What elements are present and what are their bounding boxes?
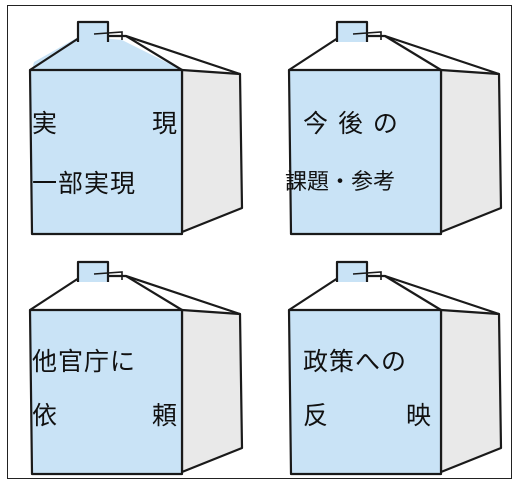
box-policy: 政策への 反 映 bbox=[281, 260, 506, 476]
box-future-line2: 課題・参考 bbox=[285, 170, 396, 195]
box-policy-line2: 反 映 bbox=[303, 396, 431, 432]
box-realized: 実 現 一部実現 bbox=[22, 20, 247, 236]
box-policy-line2-b: 映 bbox=[405, 401, 431, 430]
box-realized-line1-a: 実 bbox=[32, 109, 58, 138]
box-policy-line2-a: 反 bbox=[303, 401, 329, 430]
box-request-line2-b: 頼 bbox=[151, 401, 177, 430]
box-realized-line1: 実 現 bbox=[32, 104, 177, 140]
box-realized-shape bbox=[28, 20, 244, 236]
box-future-shape bbox=[287, 20, 503, 236]
box-future: 今 後 の 課題・参考 bbox=[281, 20, 506, 236]
box-request: 他官庁に 依 頼 bbox=[22, 260, 247, 476]
box-realized-line1-b: 現 bbox=[151, 109, 177, 138]
box-request-line2: 依 頼 bbox=[32, 396, 177, 432]
box-request-shape bbox=[28, 260, 244, 476]
box-future-line1: 今 後 の bbox=[303, 109, 399, 138]
box-request-line1: 他官庁に bbox=[32, 347, 137, 376]
box-policy-line1: 政策への bbox=[303, 347, 408, 376]
box-policy-shape bbox=[287, 260, 503, 476]
box-realized-line2: 一部実現 bbox=[32, 169, 137, 198]
box-request-line2-a: 依 bbox=[32, 401, 58, 430]
